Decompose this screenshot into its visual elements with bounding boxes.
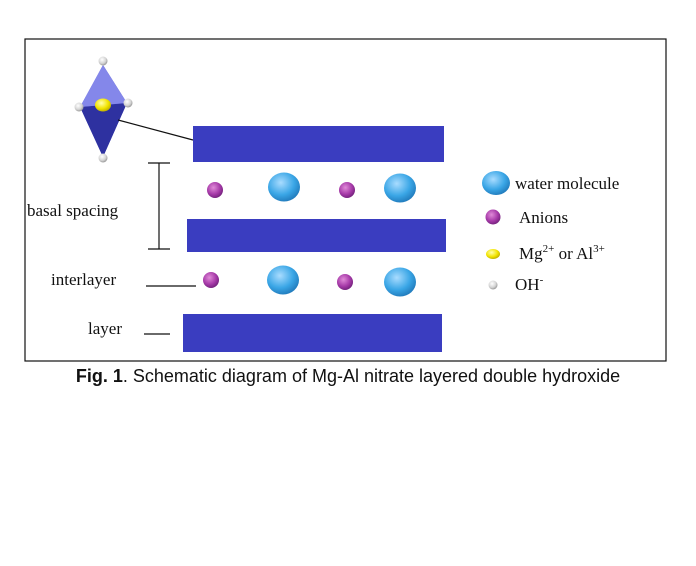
oh-atom-right [123, 98, 133, 108]
oh-atom-bottom [98, 153, 108, 163]
legend: water molecule Anions Mg2+ or Al3+ OH- [482, 171, 619, 294]
legend-metal-label: Mg2+ or Al3+ [519, 243, 605, 263]
figure-caption: Fig. 1. Schematic diagram of Mg-Al nitra… [0, 366, 696, 387]
legend-water-icon [482, 171, 510, 195]
water-molecule [268, 172, 300, 202]
oh-atom-left [74, 102, 84, 112]
layer-top [193, 126, 444, 162]
layer-label: layer [88, 319, 122, 338]
octahedron-pointer [117, 119, 194, 141]
caption-text: . Schematic diagram of Mg-Al nitrate lay… [122, 366, 621, 386]
layer-bottom [183, 314, 442, 352]
legend-anion-icon [485, 209, 501, 225]
anion [337, 274, 353, 290]
water-molecule [267, 265, 299, 295]
octahedron-icon [74, 56, 133, 163]
water-molecule [384, 173, 416, 203]
figure-frame [24, 38, 667, 362]
legend-oh-label: OH- [515, 274, 544, 294]
legend-oh-icon [488, 280, 498, 290]
oh-atom-top [98, 56, 108, 66]
legend-anion-label: Anions [519, 208, 568, 227]
interlayer-label: interlayer [51, 270, 116, 289]
legend-water-label: water molecule [515, 174, 619, 193]
metal-atom [95, 98, 111, 112]
anion [207, 182, 223, 198]
layer-middle [187, 219, 446, 252]
anion [339, 182, 355, 198]
legend-metal-icon [486, 249, 500, 259]
caption-fig-label: Fig. 1 [75, 366, 123, 386]
basal-spacing-bracket [148, 162, 170, 250]
water-molecule [384, 267, 416, 297]
anion [203, 272, 219, 288]
basal-spacing-label: basal spacing [27, 201, 119, 220]
